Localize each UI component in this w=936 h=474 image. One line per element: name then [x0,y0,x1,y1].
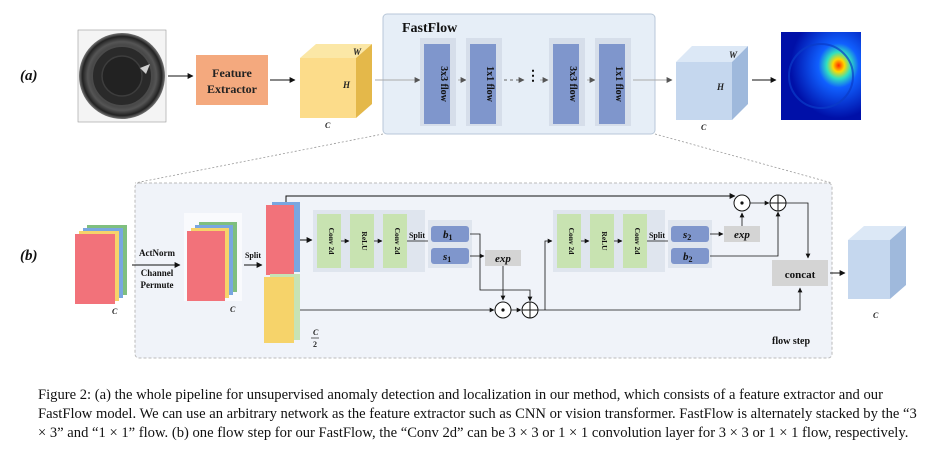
output-c-label: C [873,311,879,320]
s2-label: s [682,229,687,241]
b1-label: b [443,229,449,241]
feature-extractor-label-2: Extractor [207,82,258,96]
flow-block-3-label: 3x3 flow [567,66,578,103]
svg-text:b1: b1 [443,229,453,242]
conv2d-2b-label: Conv 2d [633,228,642,256]
relu-1 [350,214,374,268]
b2-block [671,248,709,264]
cube-w-label: W [353,47,362,57]
s2-sub: 2 [687,233,691,242]
flow-block-1 [424,44,450,124]
figure-caption: Figure 2: (a) the whole pipeline for uns… [38,387,917,441]
channel-permute-label-1: Channel [141,268,174,278]
s2-block [671,226,709,242]
input-tensor-stack [75,225,127,304]
input-c-label: C [112,307,118,316]
conv2d-2a [557,214,581,268]
exp-block-1 [485,250,521,266]
permuted-tensor-stack [184,213,242,301]
conv2d-1a [317,214,341,268]
c-half-num: C [313,328,319,337]
flow-step-label: flow step [772,336,810,347]
flow-step-output-cube [848,226,906,299]
s1-sub: 1 [447,255,451,264]
conv2d-1b-label: Conv 2d [393,228,402,256]
flow-block-2 [470,44,496,124]
cube-c-label: C [325,121,331,130]
feature-cube [300,44,372,118]
conv2d-2a-label: Conv 2d [567,228,576,256]
svg-text:s1: s1 [442,251,451,264]
feature-extractor-box [196,55,268,105]
relu-2-label: ReLU [600,231,609,251]
cube-h-label: H [342,80,351,90]
split-label-1: Split [245,251,261,260]
flow-block-2-label: 1x1 flow [484,66,495,103]
out-cube-c-label: C [701,123,707,132]
feature-extractor-label-1: Feature [212,66,252,80]
s1-label: s [442,251,447,263]
concat-block [772,260,828,286]
conv2d-2b [623,214,647,268]
flow-block-1-label: 3x3 flow [438,66,449,103]
svg-text:s2: s2 [682,229,691,242]
split-label-2: Split [409,231,425,240]
panel-b-label: (b) [20,248,38,264]
anomaly-heatmap [781,32,861,120]
svg-text:b2: b2 [683,251,693,264]
out-cube-h-label: H [716,82,725,92]
exp-label-1: exp [495,253,511,265]
s1-block [431,248,469,264]
conv2d-1a-label: Conv 2d [327,228,336,256]
output-cube [676,46,748,120]
flow-block-4 [599,44,625,124]
b1-block [431,226,469,242]
b2-label: b [683,251,689,263]
permuted-c-label: C [230,305,236,314]
relu-1-label: ReLU [360,231,369,251]
flow-ellipsis: ⋮ [526,69,540,84]
relu-2 [590,214,614,268]
out-cube-w-label: W [729,50,738,60]
actnorm-label: ActNorm [139,248,175,258]
b1-sub: 1 [449,233,453,242]
flow-block-4-label: 1x1 flow [613,66,624,103]
split-lower-half [264,274,300,343]
b2-sub: 2 [689,255,693,264]
panel-a-label: (a) [20,68,38,84]
split-upper-half [266,202,300,275]
conv2d-1b [383,214,407,268]
fastflow-title: FastFlow [402,21,458,36]
exp-label-2: exp [734,229,750,241]
concat-label: concat [785,269,816,281]
c-half-den: 2 [313,340,317,349]
flow-block-3 [553,44,579,124]
exp-block-2 [724,226,760,242]
channel-permute-label-2: Permute [141,280,174,290]
split-label-3: Split [649,231,665,240]
input-image [77,29,167,123]
